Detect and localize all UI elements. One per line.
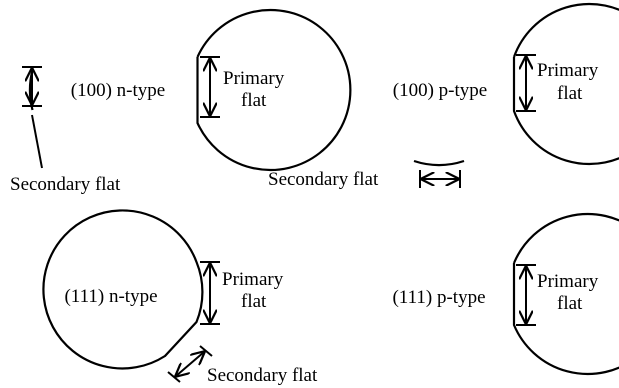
wafer-label: (100) p-type bbox=[393, 80, 487, 101]
primary-flat-label-line1: Primary bbox=[223, 68, 285, 89]
wafer-label: (111) n-type bbox=[64, 286, 157, 307]
wafer-outline bbox=[413, 2, 619, 167]
wafer-111-p-type: (111) p-type Primary flat bbox=[392, 212, 619, 376]
primary-flat-label-line2: flat bbox=[557, 293, 583, 314]
wafer-100-p-type: (100) p-type Primary flat Secondary flat bbox=[268, 2, 619, 190]
secondary-flat-leader bbox=[31, 114, 43, 169]
secondary-flat-label: Secondary flat bbox=[268, 169, 379, 190]
primary-flat-label-line1: Primary bbox=[222, 269, 284, 290]
wafer-100-n-type: (100) n-type Primary flat Secondary flat bbox=[10, 8, 352, 195]
secondary-flat-label: Secondary flat bbox=[207, 365, 318, 386]
wafer-outline bbox=[512, 212, 619, 376]
wafer-label: (111) p-type bbox=[392, 287, 485, 308]
primary-flat-label-line2: flat bbox=[241, 90, 267, 111]
primary-flat-label-line1: Primary bbox=[537, 60, 599, 81]
secondary-flat-arrow bbox=[176, 352, 204, 376]
secondary-flat-label: Secondary flat bbox=[10, 174, 121, 195]
wafer-outline bbox=[42, 209, 204, 370]
wafer-label: (100) n-type bbox=[71, 80, 165, 101]
wafer-111-n-type: (111) n-type Primary flat Secondary flat bbox=[42, 209, 318, 386]
primary-flat-label-line1: Primary bbox=[537, 271, 599, 292]
primary-flat-label-line2: flat bbox=[557, 83, 583, 104]
primary-flat-label-line2: flat bbox=[241, 291, 267, 312]
